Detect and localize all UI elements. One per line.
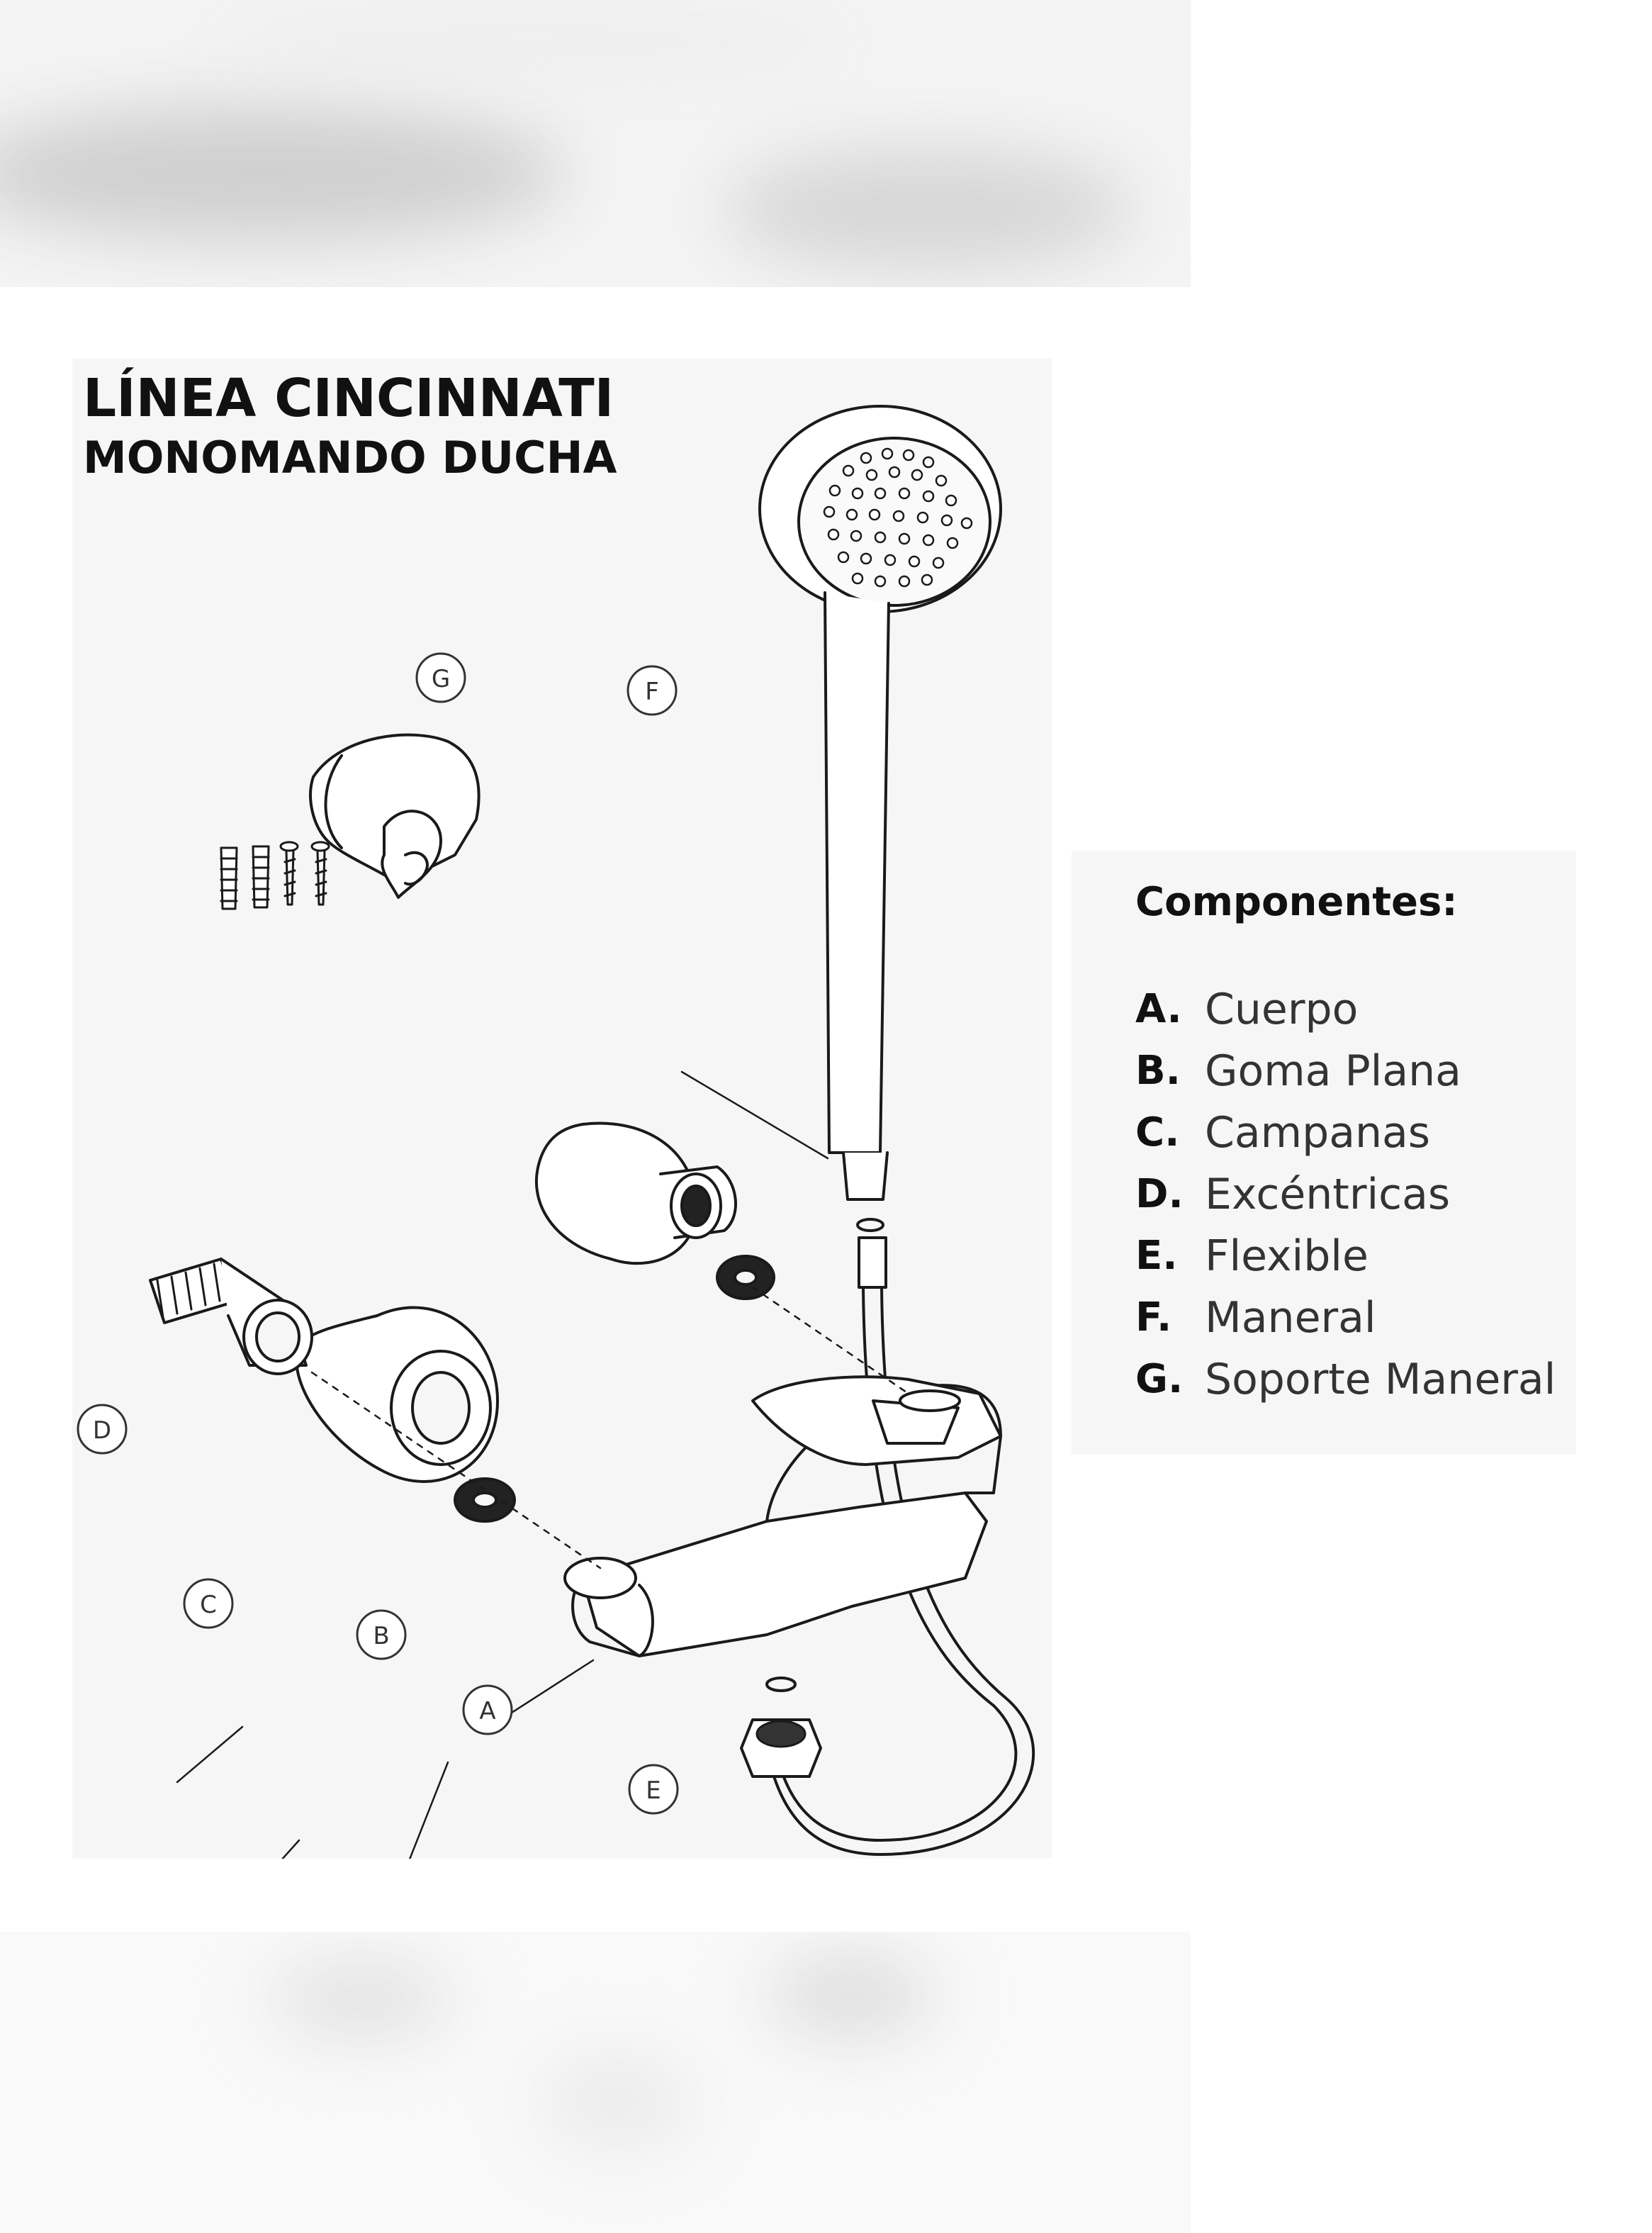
callout-label-d: D bbox=[93, 1416, 111, 1445]
component-name: Maneral bbox=[1205, 1292, 1376, 1343]
callout-circle-g bbox=[415, 652, 466, 703]
callout-label-f: F bbox=[645, 678, 659, 706]
callout-circle-f bbox=[626, 665, 678, 716]
components-legend: Componentes: A. Cuerpo B. Goma Plana C. … bbox=[1072, 851, 1576, 1455]
leader-lines bbox=[176, 1070, 829, 1859]
hand-shower-part bbox=[758, 405, 1002, 1201]
component-name: Cuerpo bbox=[1205, 984, 1359, 1034]
component-name: Campanas bbox=[1205, 1107, 1431, 1158]
component-name: Excéntricas bbox=[1205, 1169, 1451, 1219]
component-letter: A. bbox=[1135, 986, 1182, 1032]
callout-label-a: A bbox=[479, 1697, 495, 1725]
component-item: C. Campanas bbox=[1135, 1102, 1556, 1163]
callout-circle-b bbox=[356, 1609, 407, 1660]
component-letter: G. bbox=[1135, 1356, 1184, 1402]
diagram-title: LÍNEA CINCINNATI MONOMANDO DUCHA bbox=[83, 366, 617, 485]
component-item: B. Goma Plana bbox=[1135, 1040, 1556, 1102]
eccentric-connector-part bbox=[149, 1258, 313, 1375]
components-heading: Componentes: bbox=[1135, 879, 1458, 925]
mixer-body-part bbox=[563, 1375, 1002, 1657]
title-line-1: LÍNEA CINCINNATI bbox=[83, 368, 614, 429]
callout-label-e: E bbox=[646, 1776, 661, 1805]
component-name: Soporte Maneral bbox=[1205, 1354, 1556, 1404]
exploded-diagram-panel: LÍNEA CINCINNATI MONOMANDO DUCHA G F D C… bbox=[72, 359, 1052, 1859]
callout-circle-a bbox=[462, 1684, 513, 1735]
component-letter: B. bbox=[1135, 1048, 1181, 1094]
callout-label-c: C bbox=[200, 1591, 217, 1619]
callouts-layer: G F D C B A E bbox=[77, 652, 679, 1815]
component-item: G. Soporte Maneral bbox=[1135, 1348, 1556, 1410]
component-letter: D. bbox=[1135, 1171, 1184, 1217]
component-item: F. Maneral bbox=[1135, 1287, 1556, 1348]
callout-label-b: B bbox=[373, 1622, 389, 1650]
component-name: Flexible bbox=[1205, 1231, 1369, 1281]
blurred-top-banner bbox=[0, 0, 1191, 287]
exploded-diagram bbox=[149, 405, 1035, 1859]
blurred-bottom-banner bbox=[0, 1932, 1191, 2233]
callout-circle-c bbox=[183, 1578, 234, 1629]
shower-holder-part bbox=[309, 733, 481, 899]
flat-washer-part bbox=[454, 1255, 775, 1523]
callout-circle-e bbox=[628, 1764, 679, 1815]
component-item: E. Flexible bbox=[1135, 1225, 1556, 1287]
component-letter: F. bbox=[1135, 1294, 1172, 1341]
title-line-2: MONOMANDO DUCHA bbox=[83, 432, 617, 483]
component-item: A. Cuerpo bbox=[1135, 978, 1556, 1040]
wall-screws-part bbox=[220, 841, 330, 910]
components-list: A. Cuerpo B. Goma Plana C. Campanas D. E… bbox=[1135, 978, 1556, 1410]
callout-label-g: G bbox=[432, 665, 450, 693]
component-name: Goma Plana bbox=[1205, 1046, 1461, 1096]
component-letter: E. bbox=[1135, 1233, 1178, 1279]
component-letter: C. bbox=[1135, 1109, 1180, 1155]
component-item: D. Excéntricas bbox=[1135, 1163, 1556, 1225]
assembly-guide-lines bbox=[310, 1286, 910, 1569]
escutcheon-part bbox=[295, 1121, 737, 1483]
callout-circle-d bbox=[77, 1404, 128, 1455]
